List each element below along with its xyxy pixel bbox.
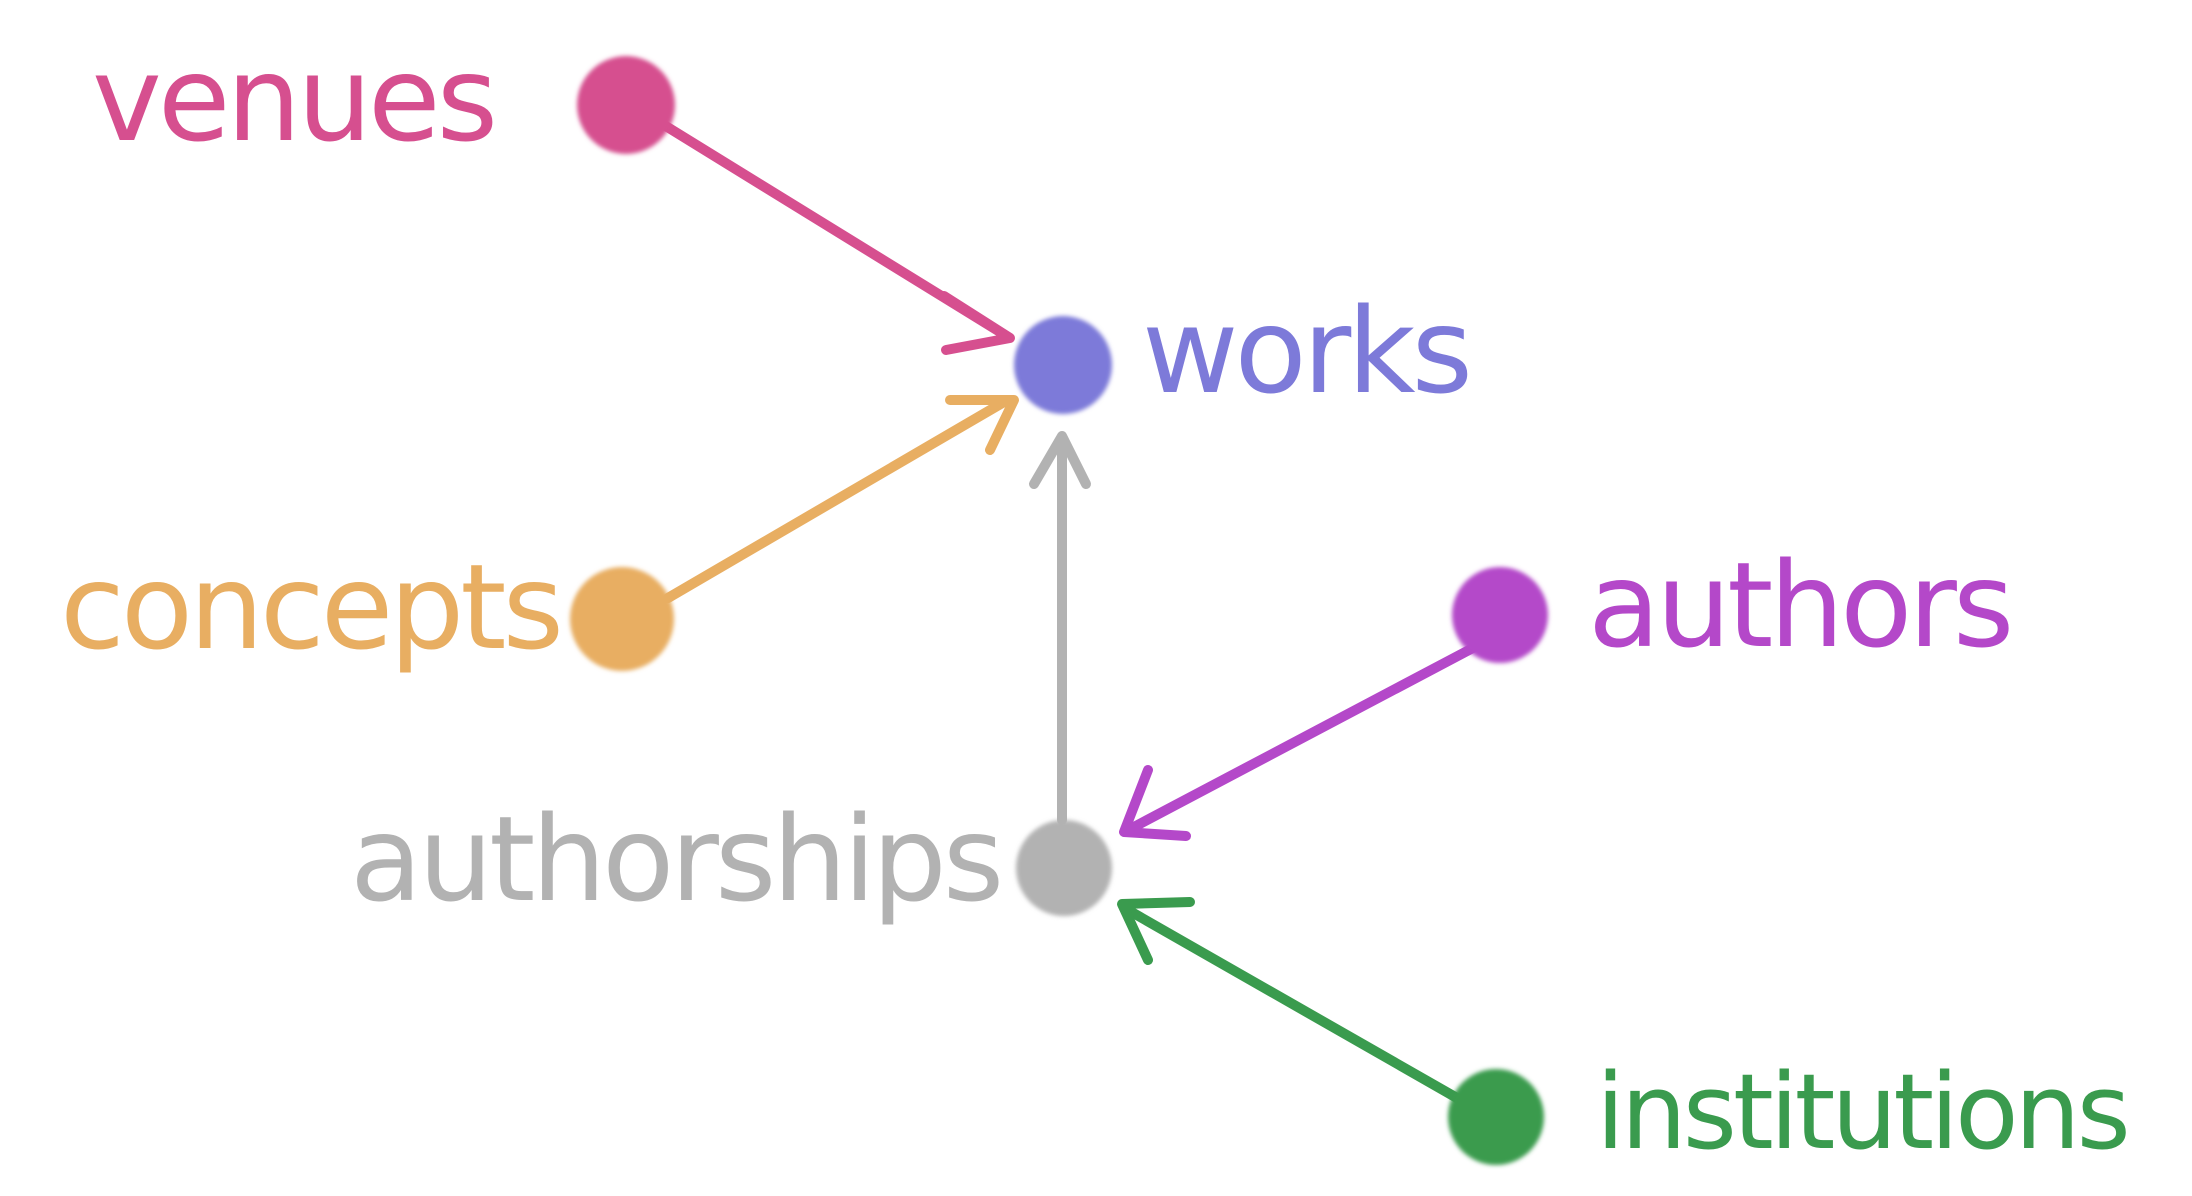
node-works: works	[1014, 282, 1473, 420]
venues-label: venues	[92, 30, 494, 168]
authors-label: authors	[1588, 536, 2010, 674]
edge-authors-to-authorships	[1119, 635, 1493, 841]
node-authorships: authorships	[350, 790, 1112, 928]
concepts-label: concepts	[60, 538, 560, 676]
works-label: works	[1142, 282, 1469, 420]
venues-node-dot	[577, 56, 675, 154]
edge-institutions-to-authorships	[1117, 897, 1483, 1115]
edge-concepts-to-works	[663, 395, 1019, 603]
node-institutions: institutions	[1448, 1051, 2131, 1173]
edge-authorships-to-works	[1029, 431, 1091, 825]
works-node-dot	[1014, 316, 1112, 414]
node-concepts: concepts	[60, 538, 674, 676]
authorships-label: authorships	[350, 790, 1000, 928]
institutions-node-dot	[1448, 1069, 1544, 1165]
node-venues: venues	[92, 30, 675, 168]
authorships-node-dot	[1016, 820, 1112, 916]
authors-node-dot	[1452, 567, 1548, 663]
institutions-label: institutions	[1596, 1051, 2127, 1173]
edge-venues-to-works	[625, 99, 1015, 355]
concepts-node-dot	[570, 567, 674, 671]
node-authors: authors	[1452, 536, 2014, 674]
